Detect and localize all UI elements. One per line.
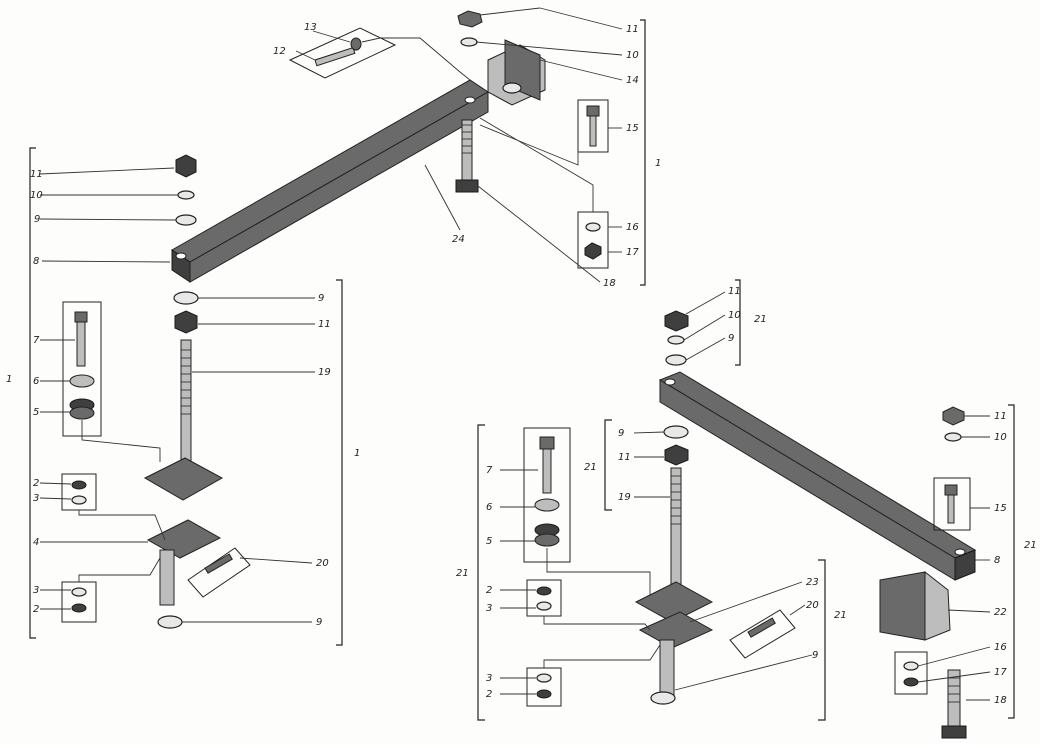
- label-15-far-right: 15: [994, 503, 1007, 514]
- label-19-center: 19: [318, 367, 331, 378]
- label-3-left-a: 3: [33, 493, 39, 504]
- right-far-stack: [942, 406, 965, 442]
- label-11-right-mid: 11: [618, 452, 631, 463]
- label-3-left-b: 3: [33, 585, 39, 596]
- label-10-top: 10: [626, 50, 639, 61]
- label-11-left: 11: [30, 169, 43, 180]
- label-17-right: 17: [994, 667, 1007, 678]
- bolt-24: [455, 119, 479, 193]
- right-lower-plate-23: [638, 609, 796, 699]
- upper-beam: [171, 79, 489, 283]
- label-8-left: 8: [33, 256, 39, 267]
- bolt-15-box: [577, 99, 609, 153]
- nuts-16-17-box: [577, 211, 609, 269]
- label-18-right: 18: [994, 695, 1007, 706]
- label-7-left: 7: [33, 335, 40, 346]
- label-9-right-mid: 9: [618, 428, 624, 439]
- right-stud-nuts: [663, 425, 689, 466]
- label-13: 13: [304, 22, 317, 33]
- label-11-right-top: 11: [728, 286, 741, 297]
- label-21-far-right: 21: [1024, 540, 1037, 551]
- label-10-left: 10: [30, 190, 43, 201]
- label-22: 22: [994, 607, 1007, 618]
- right-washer-9: [650, 691, 676, 705]
- label-2-right-a: 2: [486, 585, 492, 596]
- left-stud-19: [143, 339, 224, 501]
- right-stud-19: [634, 467, 714, 623]
- label-2-left-a: 2: [33, 478, 39, 489]
- label-9-right-top: 9: [728, 333, 734, 344]
- label-2-left-b: 2: [33, 604, 39, 615]
- label-20-right: 20: [806, 600, 819, 611]
- label-10-right-top: 10: [728, 310, 741, 321]
- right-bolt-18: [941, 669, 967, 739]
- label-21-right-bottom: 21: [834, 610, 847, 621]
- label-5-right: 5: [486, 536, 492, 547]
- label-7-right: 7: [486, 465, 493, 476]
- left-bolt-spring-box: [62, 301, 102, 437]
- label-17-top: 17: [626, 247, 639, 258]
- right-nut-box-bottom: [526, 667, 562, 707]
- label-24: 24: [452, 234, 465, 245]
- top-nut-11: [457, 10, 483, 47]
- label-3-right-b: 3: [486, 673, 492, 684]
- label-11-far-right: 11: [994, 411, 1007, 422]
- label-9-center: 9: [318, 293, 324, 304]
- label-8-right: 8: [994, 555, 1000, 566]
- label-5-left: 5: [33, 407, 39, 418]
- label-15-top: 15: [626, 123, 639, 134]
- label-1-left: 1: [6, 374, 12, 385]
- left-washer-9: [157, 615, 183, 629]
- label-9-bottom-left: 9: [316, 617, 322, 628]
- left-lower-plate-4: [146, 519, 251, 606]
- label-14: 14: [626, 75, 639, 86]
- label-1-right-top: 1: [655, 158, 661, 169]
- label-20-left: 20: [316, 558, 329, 569]
- right-nuts-16-17-box: [894, 651, 928, 695]
- bolt-12-box: [288, 27, 397, 79]
- label-2-right-b: 2: [486, 689, 492, 700]
- label-6-right: 6: [486, 502, 492, 513]
- label-19-right: 19: [618, 492, 631, 503]
- right-bracket-22: [879, 570, 951, 641]
- upper-mounting-bracket: [487, 39, 546, 106]
- right-beam: [658, 371, 977, 581]
- right-nut-box-top: [526, 579, 562, 617]
- left-nut-box-top: [61, 473, 97, 511]
- label-10-far-right: 10: [994, 432, 1007, 443]
- label-12: 12: [273, 46, 286, 57]
- left-nut-box-bottom: [61, 581, 97, 623]
- left-lower-nuts: [173, 291, 199, 334]
- right-bolt-15-box: [933, 477, 971, 531]
- part-labels: 11 10 14 15 16 17 18 1 24 12 13 11 10 9 …: [6, 22, 1037, 706]
- label-1-center: 1: [354, 448, 360, 459]
- label-23: 23: [806, 577, 819, 588]
- label-9-left: 9: [34, 214, 40, 225]
- label-16-right: 16: [994, 642, 1007, 653]
- left-top-stack: [175, 154, 197, 226]
- label-18-top: 18: [603, 278, 616, 289]
- label-9-right-bottom: 9: [812, 650, 818, 661]
- right-top-stack: [664, 310, 689, 366]
- label-11-center: 11: [318, 319, 331, 330]
- label-21-right-mid: 21: [584, 462, 597, 473]
- label-11-top: 11: [626, 24, 639, 35]
- right-bolt-spring-box: [523, 427, 571, 563]
- label-3-right-a: 3: [486, 603, 492, 614]
- label-16-top: 16: [626, 222, 639, 233]
- label-6-left: 6: [33, 376, 39, 387]
- label-21-right-left: 21: [456, 568, 469, 579]
- label-4-left: 4: [33, 537, 39, 548]
- label-21-right-top: 21: [754, 314, 767, 325]
- group-brackets: [29, 19, 1015, 721]
- leader-lines: [39, 7, 991, 701]
